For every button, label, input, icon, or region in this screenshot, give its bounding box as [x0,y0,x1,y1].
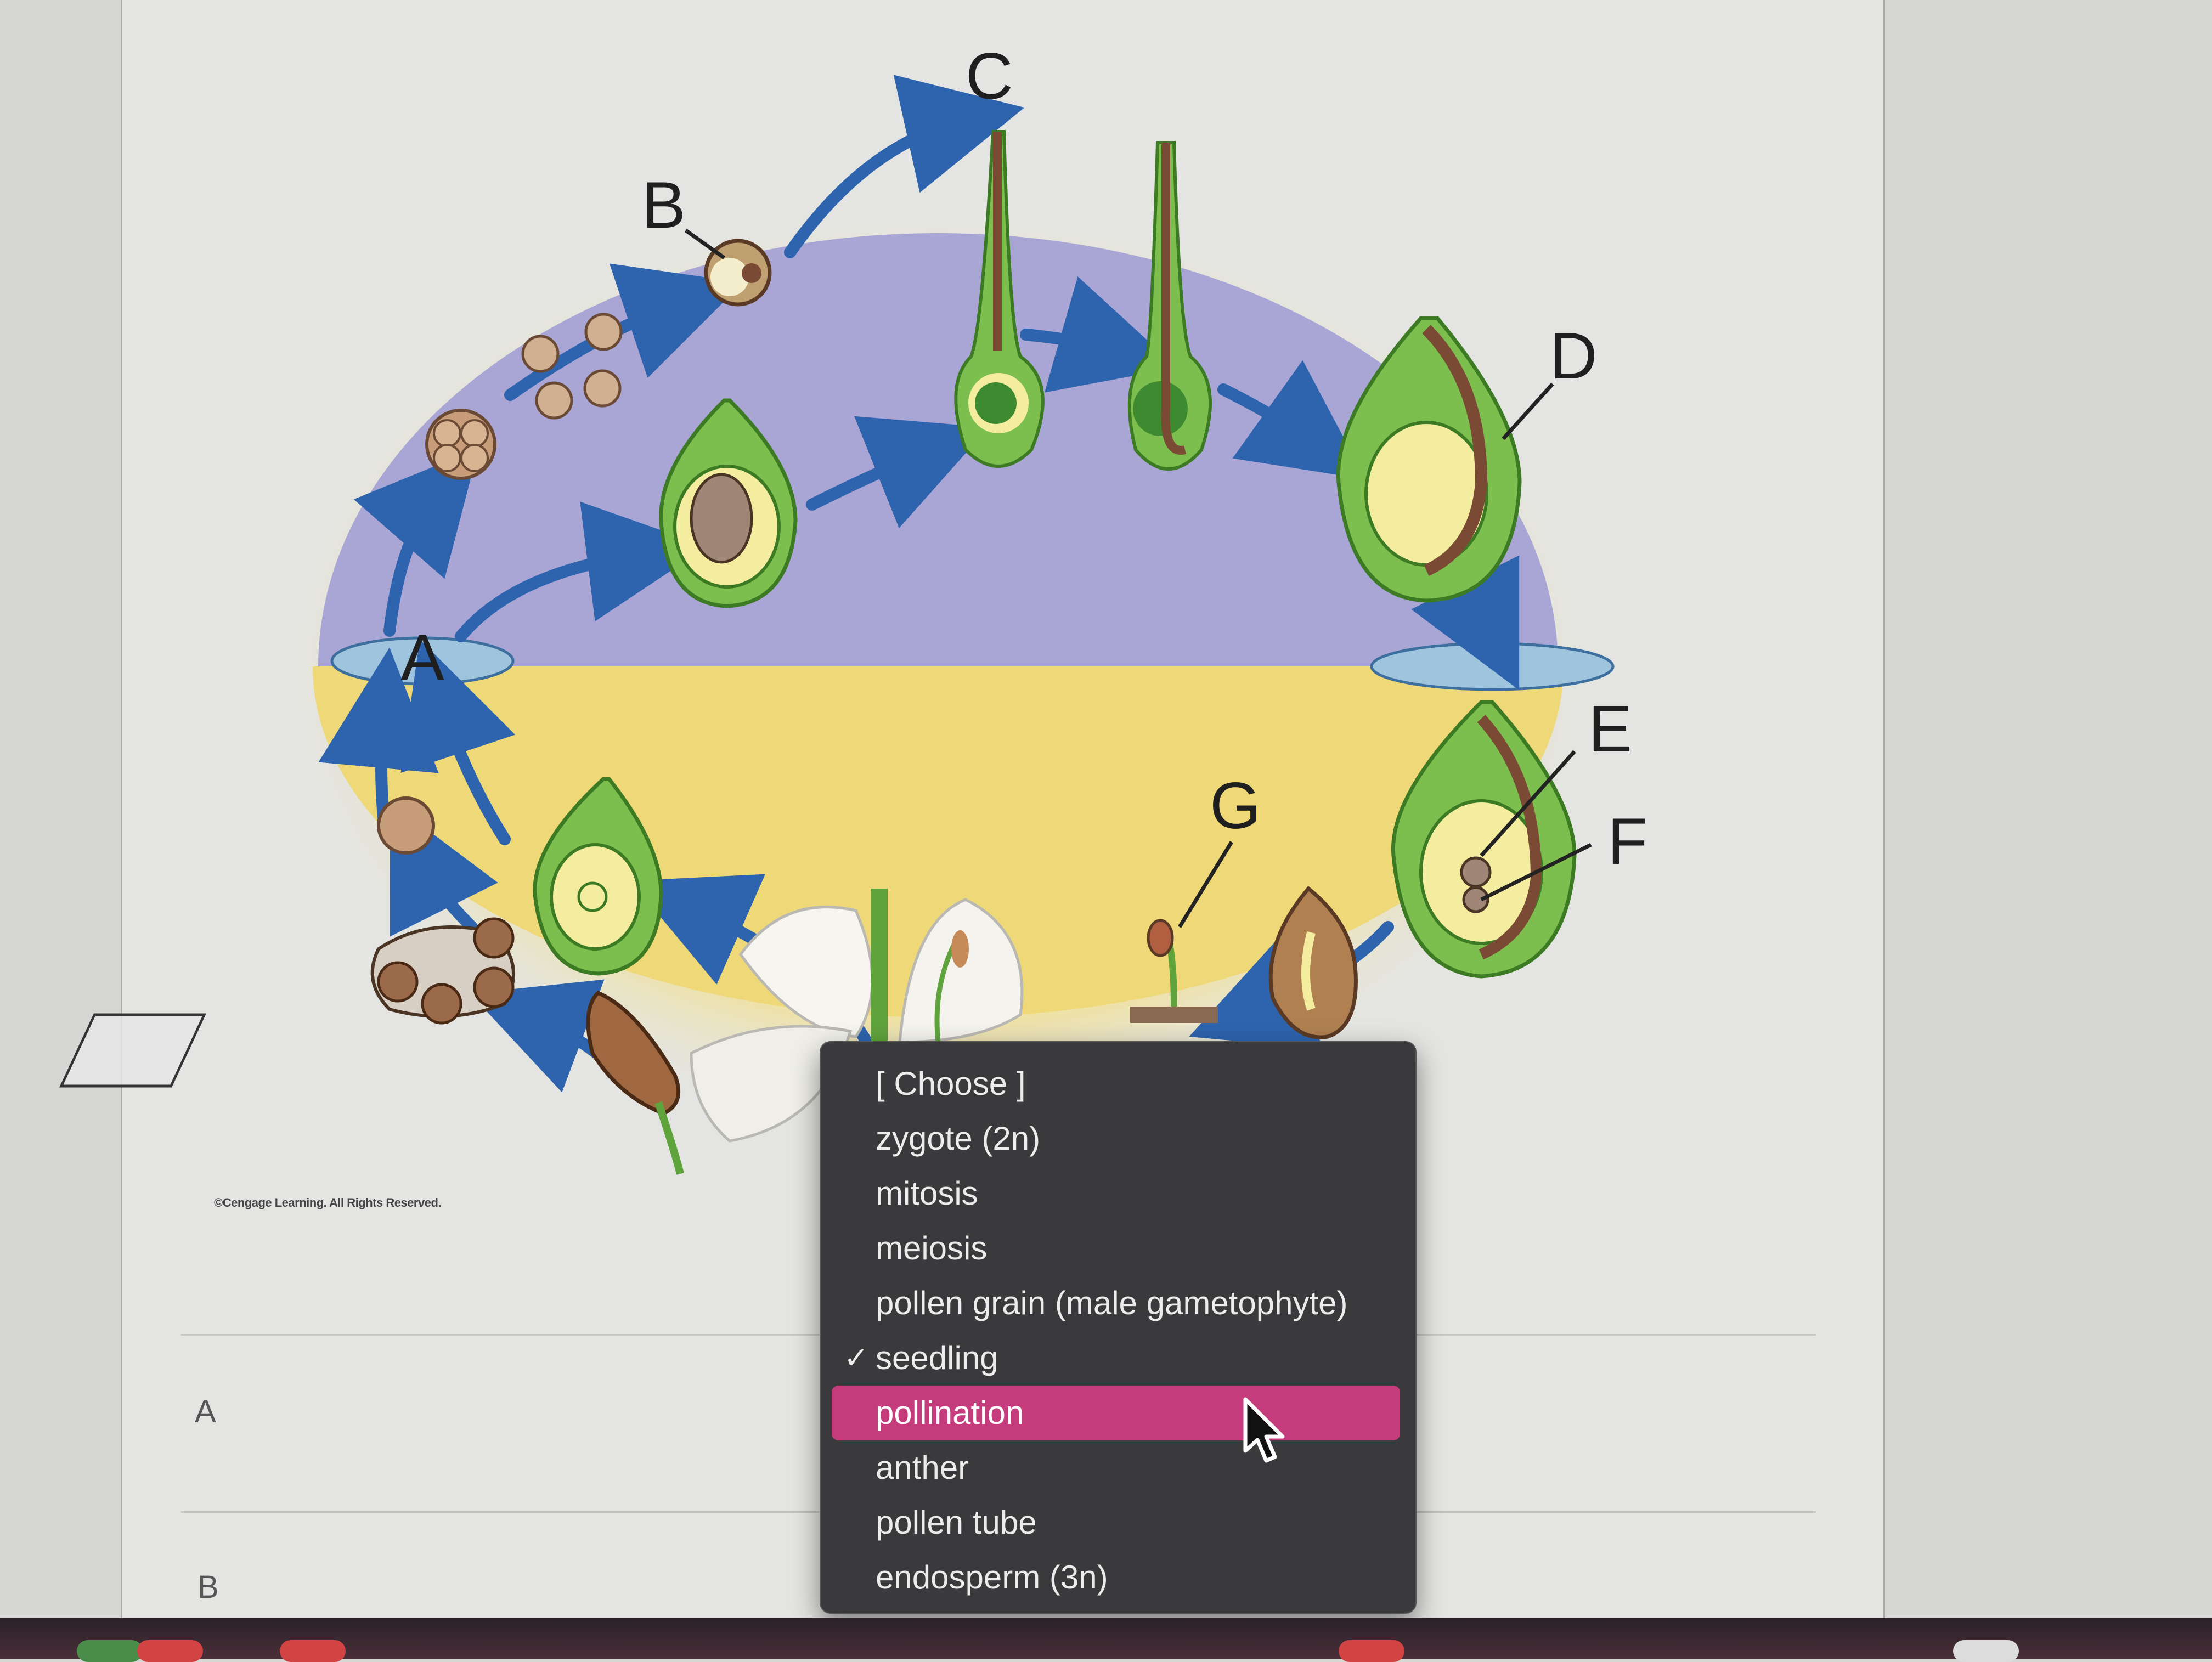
pollen-on-stigma-2 [1127,141,1212,471]
label-b: B [642,168,686,242]
fertilization-marker [1370,642,1615,691]
label-g-leader [1178,841,1233,928]
option-mitosis[interactable]: mitosis [876,1175,978,1212]
seedling-g [1130,919,1218,1023]
label-a: A [400,621,444,694]
option-endosperm[interactable]: endosperm (3n) [876,1559,1108,1596]
microspores [521,313,623,420]
option-pollen-grain[interactable]: pollen grain (male gametophyte) [876,1285,1348,1321]
answer-dropdown-menu[interactable]: [ Choose ] zygote (2n) mitosis meiosis p… [820,1041,1417,1614]
pollen-on-stigma-1 [954,130,1045,468]
ovule-megaspores [659,398,798,608]
ovule-fertilization-d [1336,316,1522,603]
label-g: G [1210,769,1261,843]
os-dock-bar [0,1618,2212,1659]
life-cycle-diagram: B C D A E F G [59,39,1647,1175]
option-pollen-tube[interactable]: pollen tube [876,1504,1037,1541]
lily-flower [690,889,1024,1143]
option-zygote[interactable]: zygote (2n) [876,1120,1041,1157]
checkmark-icon: ✓ [844,1342,869,1375]
dock-app-icon[interactable] [1339,1640,1404,1662]
question-label-a: A [195,1394,216,1429]
option-seedling[interactable]: ✓ seedling [832,1331,1400,1386]
label-c: C [966,39,1013,113]
label-b-leader [684,229,726,259]
microspore-cluster [425,409,496,480]
anther-cross-section [59,990,684,1175]
label-f-leader [1480,843,1592,902]
option-meiosis[interactable]: meiosis [876,1230,988,1267]
option-pollination[interactable]: pollination [832,1386,1400,1440]
dock-app-icon[interactable] [280,1640,346,1662]
ovule-zygote-ef [1391,700,1577,979]
label-d: D [1550,319,1598,393]
copyright-notice: ©Cengage Learning. All Rights Reserved. [214,1196,442,1209]
label-e: E [1588,692,1632,766]
question-label-b: B [198,1569,219,1605]
ovule-integument [533,777,663,976]
dock-app-icon[interactable] [137,1640,203,1662]
label-e-leader [1480,750,1576,857]
dock-app-icon[interactable] [1953,1640,2019,1662]
option-choose[interactable]: [ Choose ] [876,1065,1026,1102]
label-f: F [1607,805,1647,878]
dock-app-icon[interactable] [77,1640,143,1662]
pollen-sacs [370,917,515,1025]
option-anther[interactable]: anther [876,1449,969,1486]
option-label: seedling [876,1339,998,1376]
seed [1268,886,1358,1039]
mouse-pointer-icon [1243,1397,1285,1463]
label-d-leader [1502,382,1554,440]
megaspore-mother-cell [377,796,435,855]
